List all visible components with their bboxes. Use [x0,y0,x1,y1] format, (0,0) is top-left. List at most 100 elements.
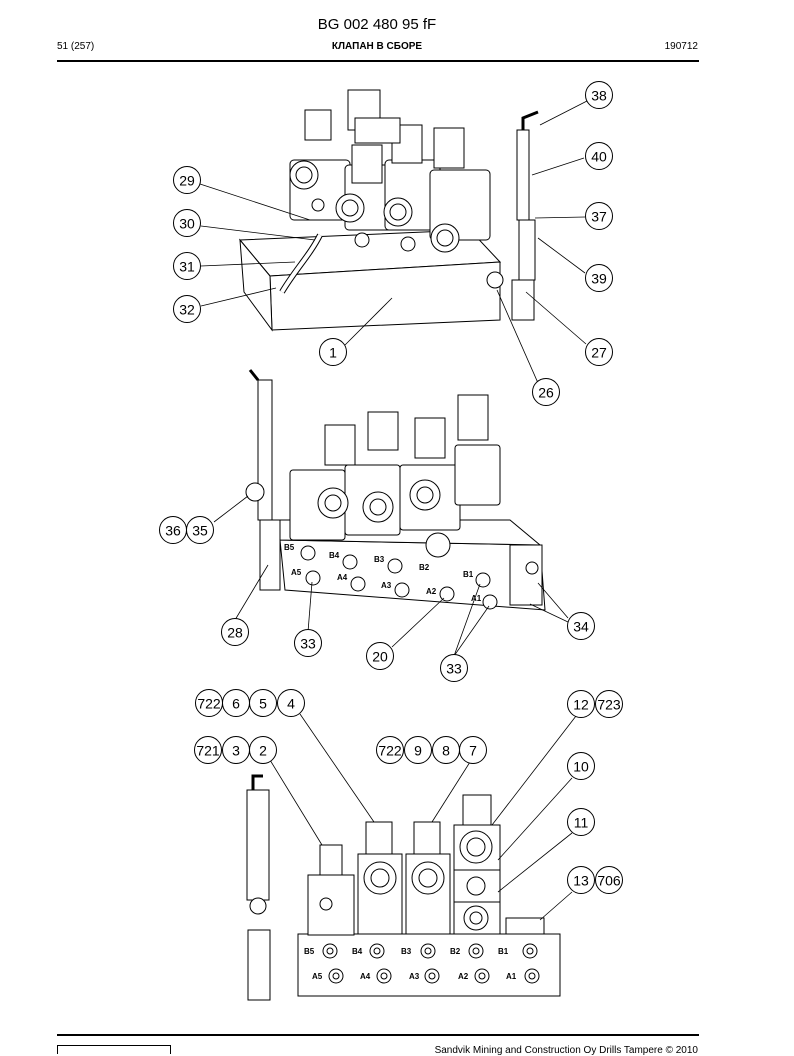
callout-37: 37 [585,202,613,230]
callout-13: 13 [567,866,595,894]
callout-33: 33 [294,629,322,657]
callout-label: 31 [179,259,195,275]
callout-label: 34 [573,619,589,635]
callout-label: 20 [372,649,388,665]
callout-label: 32 [179,302,195,318]
callout-38: 38 [585,81,613,109]
callout-label: 40 [591,149,607,165]
callout-1: 1 [319,338,347,366]
bottom-port-label-b1: B1 [498,947,509,956]
callout-label: 35 [192,523,208,539]
callout-721: 721 [194,736,222,764]
callout-723: 723 [595,690,623,718]
callout-label: 36 [165,523,181,539]
callout-label: 13 [573,873,589,889]
middle-port-label-b3: B3 [374,555,385,564]
bottom-view-assembly [246,774,561,1001]
callout-label: 2 [259,743,267,759]
callout-33: 33 [440,654,468,682]
footer-copyright: Sandvik Mining and Construction Oy Drill… [434,1045,698,1056]
callout-2: 2 [249,736,277,764]
document-date: 190712 [664,41,698,52]
callout-12: 12 [567,690,595,718]
callout-label: 38 [591,88,607,104]
callout-label: 3 [232,743,240,759]
callout-20: 20 [366,642,394,670]
callout-6: 6 [222,689,250,717]
callout-722: 722 [195,689,223,717]
callout-label: 722 [197,696,221,712]
middle-port-label-b4: B4 [329,551,340,560]
middle-port-label-b1: B1 [463,570,474,579]
callout-8: 8 [432,736,460,764]
callout-label: 6 [232,696,240,712]
callout-3: 3 [222,736,250,764]
callout-35: 35 [186,516,214,544]
bottom-port-label-a3: A3 [409,972,420,981]
callout-label: 12 [573,697,589,713]
callout-11: 11 [567,808,595,836]
callout-label: 27 [591,345,607,361]
bottom-port-label-b5: B5 [304,947,315,956]
callout-label: 26 [538,385,554,401]
callout-29: 29 [173,166,201,194]
callout-34: 34 [567,612,595,640]
callout-label: 721 [196,743,220,759]
callout-label: 11 [574,815,589,831]
callout-30: 30 [173,209,201,237]
middle-port-label-b5: B5 [284,543,295,552]
callout-label: 39 [591,271,607,287]
bottom-port-label-b2: B2 [450,947,461,956]
callout-722: 722 [376,736,404,764]
callout-label: 706 [597,873,621,889]
page-number: 51 (257) [57,41,95,52]
callout-27: 27 [585,338,613,366]
middle-port-label-b2: B2 [419,563,430,572]
callout-31: 31 [173,252,201,280]
leader-lines [199,100,588,921]
callout-label: 7 [469,743,477,759]
callout-4: 4 [277,689,305,717]
callout-label: 5 [259,696,267,712]
middle-port-label-a3: A3 [381,581,392,590]
middle-port-label-a4: A4 [337,573,348,582]
middle-port-label-a5: A5 [291,568,302,577]
callout-label: 722 [378,743,402,759]
callout-label: 33 [446,661,462,677]
callout-28: 28 [221,618,249,646]
top-view-assembly [238,89,539,332]
bottom-port-label-a5: A5 [312,972,323,981]
callout-label: 37 [591,209,607,225]
callout-40: 40 [585,142,613,170]
bottom-port-label-a4: A4 [360,972,371,981]
callout-label: 30 [179,216,195,232]
callout-label: 723 [597,697,621,713]
callout-36: 36 [159,516,187,544]
bottom-port-label-b3: B3 [401,947,412,956]
callout-label: 1 [329,345,337,361]
callout-706: 706 [595,866,623,894]
callout-39: 39 [585,264,613,292]
callout-label: 28 [227,625,243,641]
callout-label: 8 [442,743,450,759]
callout-9: 9 [404,736,432,764]
bottom-port-label-a1: A1 [506,972,517,981]
bottom-port-label-b4: B4 [352,947,363,956]
callout-26: 26 [532,378,560,406]
bottom-port-label-a2: A2 [458,972,469,981]
callout-label: 33 [300,636,316,652]
document-title: BG 002 480 95 fF [317,16,437,33]
middle-view-assembly [245,369,546,611]
callout-label: 9 [414,743,422,759]
callout-label: 4 [287,696,295,712]
callout-label: 29 [179,173,195,189]
callout-32: 32 [173,295,201,323]
footer-rule [57,1034,699,1036]
header-rule [57,60,699,62]
callout-5: 5 [249,689,277,717]
callout-10: 10 [567,752,595,780]
document-subtitle: КЛАПАН В СБОРЕ [331,41,423,52]
